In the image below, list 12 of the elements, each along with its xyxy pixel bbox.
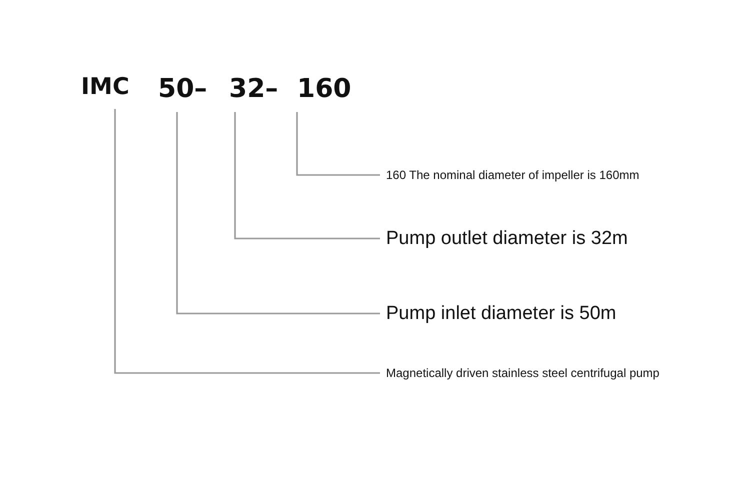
model-code-part: 32– [229,74,278,104]
leader-line [234,112,380,240]
description-text: Magnetically driven stainless steel centrifugal pump [386,366,660,380]
leader-line [176,112,380,314]
description-text: 160 The nominal diameter of impeller is 160mm [386,168,640,182]
description-text: Pump outlet diameter is 32m [386,228,628,249]
model-code-part: 160 [297,74,352,104]
leader-line [296,112,380,176]
leader-line [114,109,380,374]
description-text: Pump inlet diameter is 50m [386,303,616,324]
model-code-part: 50– [158,74,208,104]
model-code-part: IMC [81,74,130,100]
